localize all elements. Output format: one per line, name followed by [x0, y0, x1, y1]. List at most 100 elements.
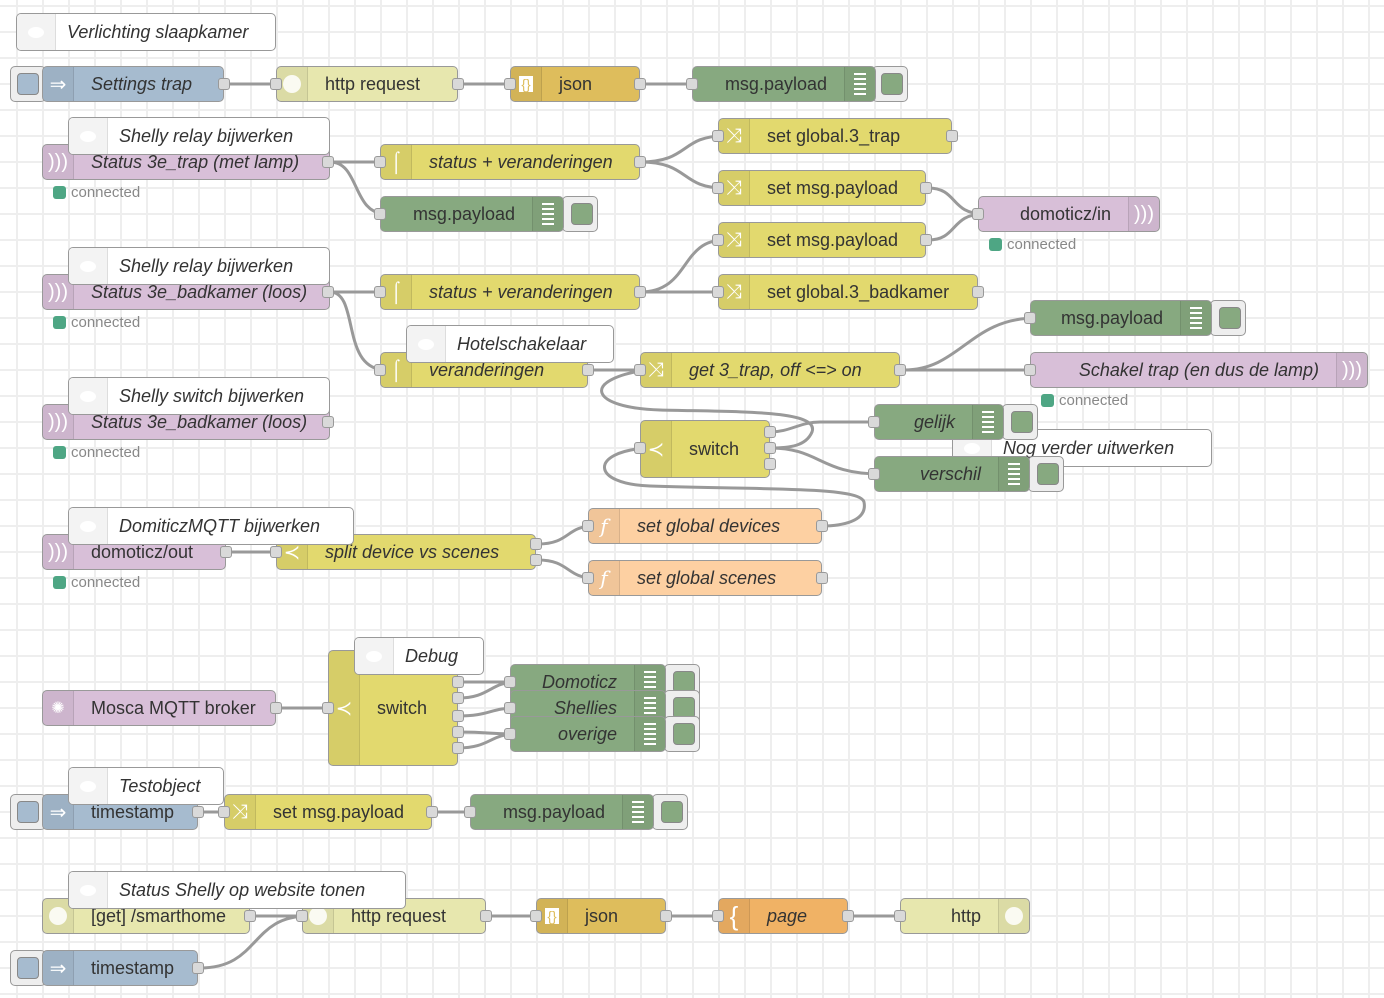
input-port[interactable]	[634, 442, 646, 454]
input-port[interactable]	[218, 806, 230, 818]
output-port[interactable]	[192, 962, 204, 974]
input-port[interactable]	[322, 702, 334, 714]
output-port[interactable]	[192, 806, 204, 818]
output-port[interactable]	[322, 416, 334, 428]
output-port[interactable]	[816, 520, 828, 532]
input-port[interactable]	[504, 676, 516, 688]
output-port[interactable]	[452, 676, 464, 688]
node-debug-overige[interactable]: overige	[510, 716, 666, 752]
input-port[interactable]	[634, 364, 646, 376]
node-debug-msg-payload[interactable]: msg.payload	[1030, 300, 1212, 336]
input-port[interactable]	[504, 702, 516, 714]
node-set-msg-payload[interactable]: ⤨ set msg.payload	[718, 222, 926, 258]
input-port[interactable]	[582, 572, 594, 584]
node-mosca-broker[interactable]: ✺ Mosca MQTT broker	[42, 690, 276, 726]
inject-trigger-button[interactable]	[10, 950, 46, 986]
output-port[interactable]	[452, 710, 464, 722]
output-port[interactable]	[244, 910, 256, 922]
output-port[interactable]	[322, 286, 334, 298]
node-function-set-global-scenes[interactable]: f set global scenes	[588, 560, 822, 596]
output-port[interactable]	[764, 442, 776, 454]
debug-toggle-button[interactable]	[1210, 300, 1246, 336]
node-settings-trap[interactable]: ⇒ Settings trap	[42, 66, 224, 102]
output-port[interactable]	[764, 426, 776, 438]
debug-toggle-button[interactable]	[664, 716, 700, 752]
input-port[interactable]	[374, 208, 386, 220]
input-port[interactable]	[374, 286, 386, 298]
comment-debug[interactable]: Debug	[354, 637, 484, 675]
node-set-global-badkamer[interactable]: ⤨ set global.3_badkamer	[718, 274, 978, 310]
output-port[interactable]	[764, 458, 776, 470]
debug-toggle-button[interactable]	[872, 66, 908, 102]
output-port[interactable]	[220, 546, 232, 558]
node-http-request[interactable]: http request	[276, 66, 458, 102]
output-port[interactable]	[816, 572, 828, 584]
comment-verlichting-slaapkamer[interactable]: Verlichting slaapkamer	[16, 13, 276, 51]
output-port[interactable]	[842, 910, 854, 922]
node-filter-trap[interactable]: ⌠ status + veranderingen	[380, 144, 640, 180]
input-port[interactable]	[1024, 364, 1036, 376]
input-port[interactable]	[296, 910, 308, 922]
output-port[interactable]	[660, 910, 672, 922]
node-debug-gelijk[interactable]: gelijk	[874, 404, 1004, 440]
node-set-msg-payload[interactable]: ⤨ set msg.payload	[718, 170, 926, 206]
node-mqtt-out-schakel-trap[interactable]: ))) Schakel trap (en dus de lamp)	[1030, 352, 1368, 388]
output-port[interactable]	[452, 78, 464, 90]
output-port[interactable]	[920, 182, 932, 194]
comment-status-shelly-website[interactable]: Status Shelly op website tonen	[68, 871, 406, 909]
input-port[interactable]	[894, 910, 906, 922]
node-debug-msg-payload[interactable]: msg.payload	[380, 196, 564, 232]
input-port[interactable]	[712, 234, 724, 246]
output-port[interactable]	[582, 364, 594, 376]
output-port[interactable]	[218, 78, 230, 90]
input-port[interactable]	[686, 78, 698, 90]
input-port[interactable]	[504, 78, 516, 90]
input-port[interactable]	[972, 208, 984, 220]
comment-shelly-switch[interactable]: Shelly switch bijwerken	[68, 377, 330, 415]
debug-toggle-button[interactable]	[652, 794, 688, 830]
debug-toggle-button[interactable]	[1028, 456, 1064, 492]
input-port[interactable]	[1024, 312, 1036, 324]
comment-shelly-relay-1[interactable]: Shelly relay bijwerken	[68, 117, 330, 155]
input-port[interactable]	[868, 468, 880, 480]
node-set-msg-payload[interactable]: ⤨ set msg.payload	[224, 794, 432, 830]
debug-toggle-button[interactable]	[1002, 404, 1038, 440]
node-json[interactable]: {} json	[536, 898, 666, 934]
input-port[interactable]	[374, 364, 386, 376]
output-port[interactable]	[452, 692, 464, 704]
comment-testobject[interactable]: Testobject	[68, 767, 224, 805]
node-debug-msg-payload[interactable]: msg.payload	[692, 66, 876, 102]
output-port[interactable]	[972, 286, 984, 298]
node-json[interactable]: {} json	[510, 66, 640, 102]
input-port[interactable]	[270, 546, 282, 558]
input-port[interactable]	[712, 286, 724, 298]
inject-trigger-button[interactable]	[10, 66, 46, 102]
output-port[interactable]	[894, 364, 906, 376]
node-set-global-trap[interactable]: ⤨ set global.3_trap	[718, 118, 952, 154]
node-get-3-trap[interactable]: ⤨ get 3_trap, off <=> on	[640, 352, 900, 388]
output-port[interactable]	[634, 156, 646, 168]
input-port[interactable]	[270, 78, 282, 90]
node-http-response[interactable]: http	[900, 898, 1030, 934]
node-filter-badkamer[interactable]: ⌠ status + veranderingen	[380, 274, 640, 310]
node-debug-verschil[interactable]: verschil	[874, 456, 1030, 492]
input-port[interactable]	[712, 910, 724, 922]
input-port[interactable]	[712, 130, 724, 142]
node-template-page[interactable]: { page	[718, 898, 848, 934]
output-port[interactable]	[920, 234, 932, 246]
node-switch[interactable]: ≺ switch	[640, 420, 770, 478]
input-port[interactable]	[504, 728, 516, 740]
input-port[interactable]	[712, 182, 724, 194]
input-port[interactable]	[464, 806, 476, 818]
comment-shelly-relay-2[interactable]: Shelly relay bijwerken	[68, 247, 330, 285]
output-port[interactable]	[480, 910, 492, 922]
output-port[interactable]	[530, 538, 542, 550]
node-debug-msg-payload[interactable]: msg.payload	[470, 794, 654, 830]
output-port[interactable]	[946, 130, 958, 142]
inject-trigger-button[interactable]	[10, 794, 46, 830]
output-port[interactable]	[270, 702, 282, 714]
output-port[interactable]	[530, 554, 542, 566]
input-port[interactable]	[868, 416, 880, 428]
output-port[interactable]	[452, 726, 464, 738]
input-port[interactable]	[374, 156, 386, 168]
